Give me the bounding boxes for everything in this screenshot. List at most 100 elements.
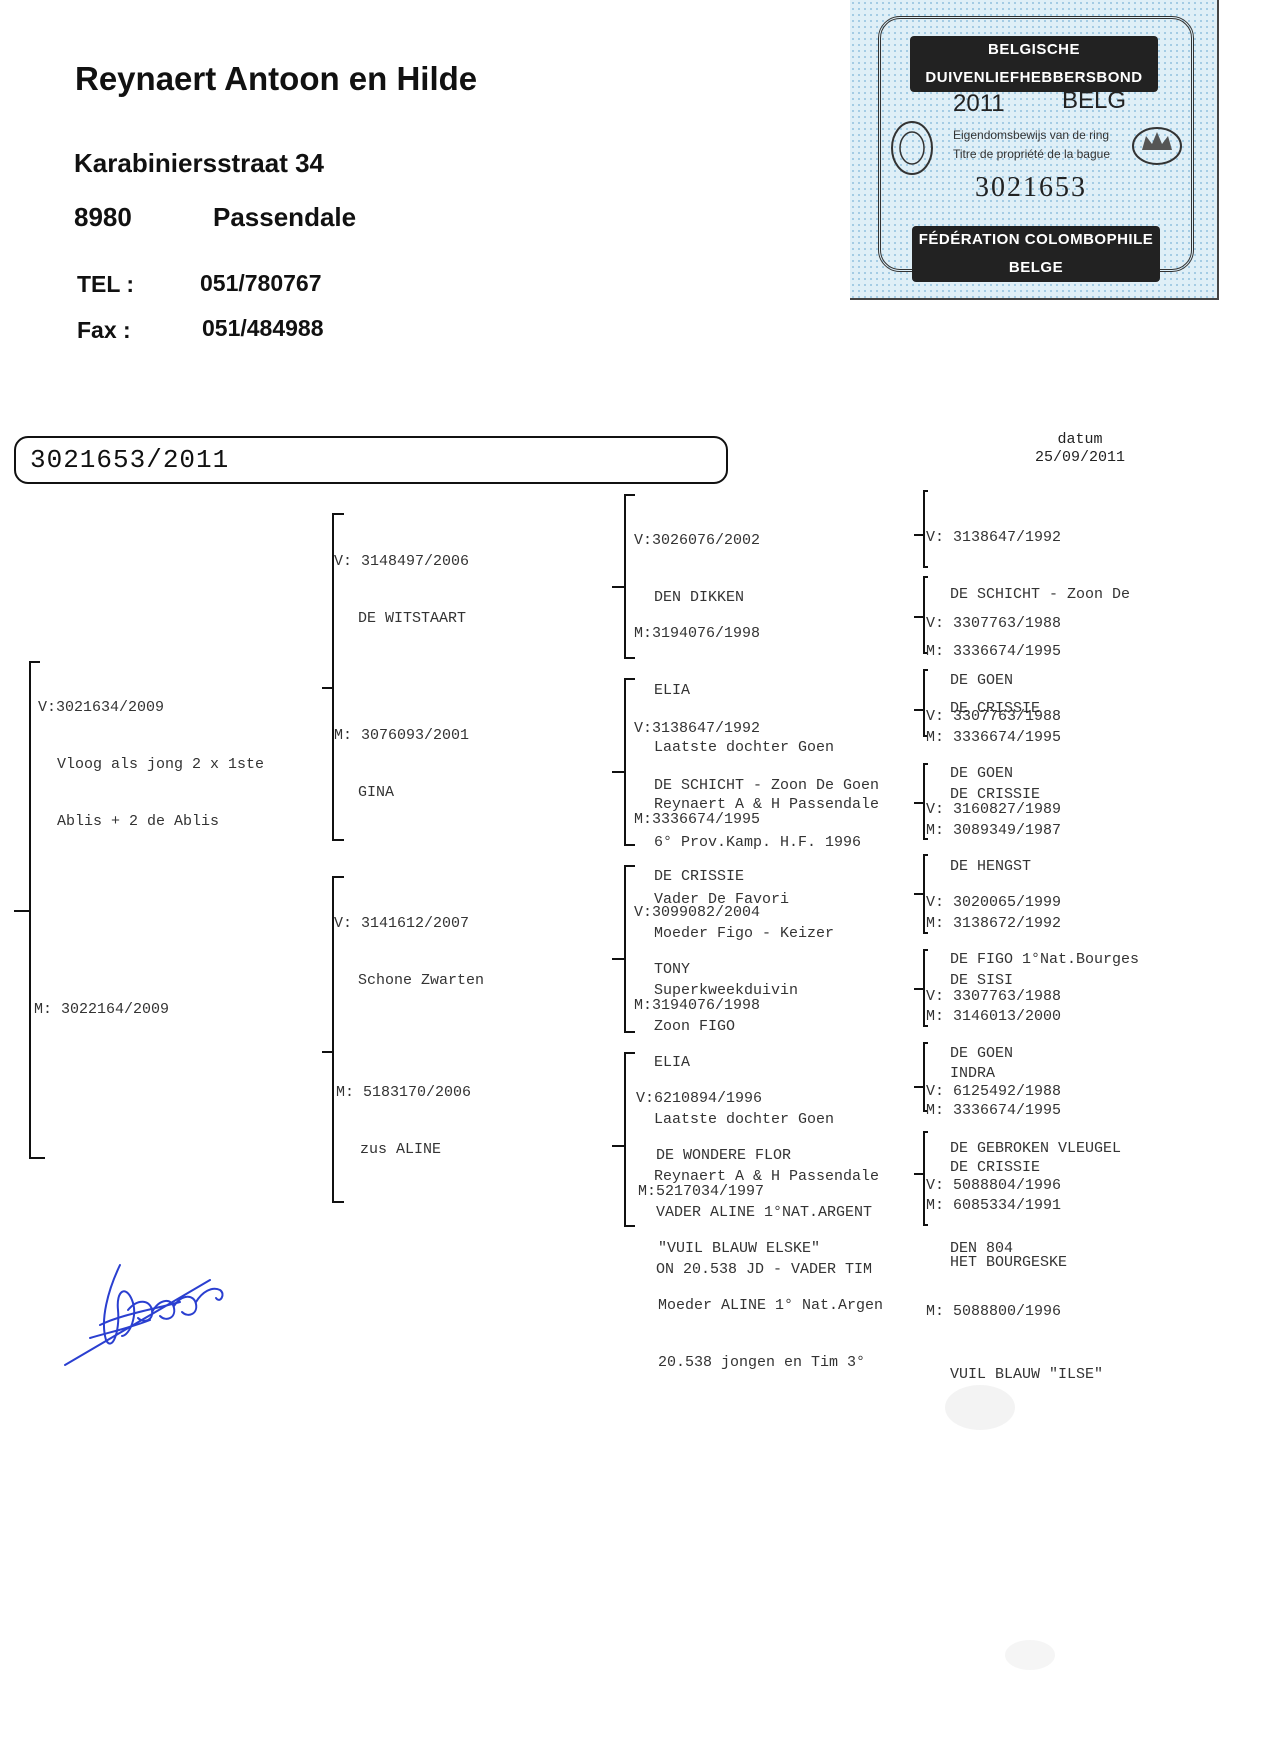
great-grandparent-note: Zoon FIGO xyxy=(654,1018,736,1035)
scan-smudge xyxy=(945,1385,1015,1430)
great-grandparent-entry: M:3336674/1995 DE CRISSIE Moeder Figo - … xyxy=(634,772,834,1019)
grandparent-name: zus ALINE xyxy=(360,1141,442,1158)
ancestor-dam-name: DE CRISSIE xyxy=(950,700,1041,717)
grandparent-name: GINA xyxy=(358,784,395,801)
ancestor-sire-name: DE FIGO 1°Nat.Bourges xyxy=(950,951,1140,968)
tel-label: TEL : xyxy=(77,271,135,297)
great-grandparent-ring: M:3194076/1998 xyxy=(634,625,761,642)
ancestor-sire-ring: V: 5088804/1996 xyxy=(926,1177,1062,1194)
grandparent-ring: V: 3148497/2006 xyxy=(334,553,470,570)
great-grandparent-entry: M:5217034/1997 "VUIL BLAUW ELSKE" Moeder… xyxy=(638,1144,883,1391)
ancestor-dam-ring: M: 3336674/1995 xyxy=(926,729,1062,746)
tel-number: 051/780767 xyxy=(200,270,322,296)
certificate-bottom-banner: FÉDÉRATION COLOMBOPHILE BELGE xyxy=(912,226,1160,282)
ancestor-dam-ring: M: 3146013/2000 xyxy=(926,1008,1062,1025)
fax-number: 051/484988 xyxy=(202,315,324,341)
certificate-country: BELG xyxy=(1062,87,1127,114)
great-grandparent-note: Moeder ALINE 1° Nat.Argen xyxy=(658,1297,884,1314)
ancestor-sire-name: DE GOEN xyxy=(950,1045,1014,1062)
great-grandparent-entry: V:3099082/2004 TONY Zoon FIGO xyxy=(634,865,760,1055)
father-entry: V:3021634/2009 Vloog als jong 2 x 1ste A… xyxy=(38,660,264,850)
great-grandparent-entry: M:3194076/1998 ELIA Laatste dochter Goen… xyxy=(634,586,879,833)
ancestor-sire-ring: V: 3138647/1992 xyxy=(926,529,1062,546)
ancestor-dam-ring: M: 3336674/1995 xyxy=(926,643,1062,660)
ancestor-dam-name: DE SISI xyxy=(950,972,1014,989)
ancestor-pair: V: 3138647/1992 DE SCHICHT - Zoon De M: … xyxy=(926,490,1130,737)
great-grandparent-note: Moeder Figo - Keizer xyxy=(654,925,835,942)
ancestor-sire-name: DE GEBROKEN VLEUGEL xyxy=(950,1140,1122,1157)
grandparent-name: Schone Zwarten xyxy=(358,972,485,989)
great-grandparent-note: DE WONDERE FLOR xyxy=(656,1147,792,1164)
certificate-line-fr: Titre de propriété de la bague xyxy=(953,147,1110,161)
grandparent-ring: M: 5183170/2006 xyxy=(336,1084,472,1101)
certificate-ring-number: 3021653 xyxy=(975,172,1087,203)
ancestor-sire-ring: V: 6125492/1988 xyxy=(926,1083,1062,1100)
signature xyxy=(64,1264,224,1366)
great-grandparent-note: Vader De Favori xyxy=(654,891,790,908)
great-grandparent-note: DE SCHICHT - Zoon De Goen xyxy=(654,777,880,794)
mother-ring: M: 3022164/2009 xyxy=(34,1001,170,1018)
ancestor-sire-name: DE HENGST xyxy=(950,858,1032,875)
great-grandparent-note: TONY xyxy=(654,961,691,978)
fax-label: Fax : xyxy=(77,317,131,343)
great-grandparent-note: Superkweekduivin xyxy=(654,982,799,999)
ancestor-dam-ring: M: 5088800/1996 xyxy=(926,1303,1062,1320)
great-grandparent-ring: V:3138647/1992 xyxy=(634,720,761,737)
ancestor-sire-name: DE SCHICHT - Zoon De xyxy=(950,586,1131,603)
certificate-year: 2011 xyxy=(953,90,1005,117)
grandparent-entry: M: 5183170/2006 zus ALINE xyxy=(336,1045,471,1178)
grandparent-entry: V: 3148497/2006 DE WITSTAART xyxy=(334,514,469,647)
ancestor-sire-ring: V: 3020065/1999 xyxy=(926,894,1062,911)
crest-left-icon xyxy=(891,121,933,175)
grandparent-entry: M: 3076093/2001 GINA xyxy=(334,688,469,821)
ancestor-sire-name: DEN 804 xyxy=(950,1240,1014,1257)
great-grandparent-ring: V:3026076/2002 xyxy=(634,532,761,549)
ancestor-pair: V: 3020065/1999 DE FIGO 1°Nat.Bourges M:… xyxy=(926,855,1139,1102)
certificate-line-nl: Eigendomsbewijs van de ring xyxy=(953,128,1110,142)
ancestor-sire-name: DE GOEN xyxy=(950,765,1014,782)
ancestor-sire-ring: V: 3307763/1988 xyxy=(926,708,1062,725)
great-grandparent-entry: V:3138647/1992 DE SCHICHT - Zoon De Goen… xyxy=(634,681,879,928)
datum-label: datum xyxy=(1057,431,1103,448)
ancestor-dam-name: DE CRISSIE xyxy=(950,786,1041,803)
ancestor-pair: V: 3307763/1988 DE GOEN M: 3089349/1987 xyxy=(926,669,1061,859)
pigeon-ring-box: 3021653/2011 xyxy=(14,436,728,484)
mother-entry: M: 3022164/2009 xyxy=(34,962,169,1038)
owner-name: Reynaert Antoon en Hilde xyxy=(75,60,478,97)
ancestor-pair: V: 3307763/1988 DE GOEN M: 3336674/1995 … xyxy=(926,576,1061,823)
great-grandparent-note: 20.538 jongen en Tim 3° xyxy=(658,1354,866,1371)
ancestor-sire-ring: V: 3160827/1989 xyxy=(926,801,1062,818)
great-grandparent-ring: M:3336674/1995 xyxy=(634,811,761,828)
ancestor-dam-name: DE CRISSIE xyxy=(950,1159,1041,1176)
owner-postcode: 8980 xyxy=(74,202,132,232)
ring-certificate: BELGISCHE DUIVENLIEFHEBBERSBOND 2011 BEL… xyxy=(850,0,1219,300)
ancestor-sire-ring: V: 3307763/1988 xyxy=(926,615,1062,632)
grandparent-entry: V: 3141612/2007 Schone Zwarten xyxy=(334,876,484,1009)
ancestor-dam-ring: M: 3336674/1995 xyxy=(926,1102,1062,1119)
ancestor-dam-name: INDRA xyxy=(950,1065,996,1082)
ancestor-pair: V: 3307763/1988 DE GOEN M: 3336674/1995 … xyxy=(926,949,1061,1196)
owner-city: Passendale xyxy=(213,202,357,232)
owner-street: Karabiniersstraat 34 xyxy=(74,148,325,178)
great-grandparent-note: ON 20.538 JD - VADER TIM xyxy=(656,1261,873,1278)
great-grandparent-note: Laatste dochter Goen xyxy=(654,1111,835,1128)
great-grandparent-ring: V:3099082/2004 xyxy=(634,904,761,921)
great-grandparent-entry: V:3026076/2002 DEN DIKKEN xyxy=(634,493,760,626)
grandparent-ring: M: 3076093/2001 xyxy=(334,727,470,744)
great-grandparent-note: Reynaert A & H Passendale xyxy=(654,796,880,813)
grandparent-ring: V: 3141612/2007 xyxy=(334,915,470,932)
ancestor-dam-name: VUIL BLAUW "ILSE" xyxy=(950,1366,1104,1383)
father-note-2: Ablis + 2 de Ablis xyxy=(57,813,220,830)
great-grandparent-ring: M:5217034/1997 xyxy=(638,1183,765,1200)
great-grandparent-ring: M:3194076/1998 xyxy=(634,997,761,1014)
ancestor-sire-name: DE GOEN xyxy=(950,672,1014,689)
scan-smudge xyxy=(1005,1640,1055,1670)
great-grandparent-note: ELIA xyxy=(654,682,691,699)
great-grandparent-note: "VUIL BLAUW ELSKE" xyxy=(658,1240,821,1257)
great-grandparent-note: Reynaert A & H Passendale xyxy=(654,1168,880,1185)
pigeon-ring-number: 3021653/2011 xyxy=(30,445,230,475)
ancestor-dam-ring: M: 6085334/1991 xyxy=(926,1197,1062,1214)
great-grandparent-note: 6° Prov.Kamp. H.F. 1996 xyxy=(654,834,862,851)
father-note-1: Vloog als jong 2 x 1ste xyxy=(57,756,265,773)
